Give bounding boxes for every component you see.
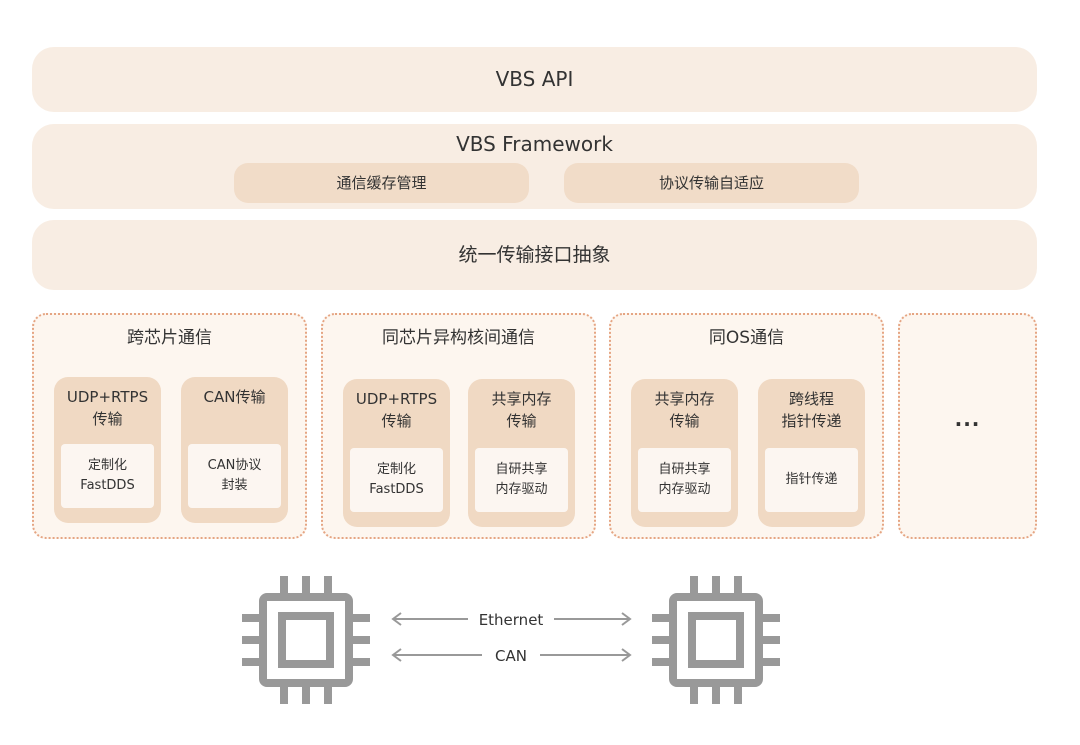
card-title: 共享内存 传输 [654, 390, 715, 430]
more-ellipsis: ... [954, 407, 981, 431]
card-detail: 定制化 FastDDS [350, 448, 443, 512]
card-detail: 定制化 FastDDS [61, 444, 154, 508]
vbs-api-label: VBS API [495, 67, 574, 91]
card-udp-rtps: UDP+RTPS 传输 定制化 FastDDS [54, 377, 161, 523]
ethernet-label: Ethernet [479, 611, 544, 629]
vbs-api-layer: VBS API [32, 47, 1037, 112]
right-chip-icon [652, 576, 780, 704]
left-chip-icon [242, 576, 370, 704]
card-title: 共享内存 传输 [491, 390, 552, 430]
group-cross-chip: 跨芯片通信 UDP+RTPS 传输 定制化 FastDDS CAN传输 CAN协… [32, 313, 307, 539]
group-title: 同芯片异构核间通信 [382, 328, 535, 348]
card-title: 跨线程 指针传递 [781, 390, 842, 430]
card-detail: 自研共享 内存驱动 [638, 448, 731, 512]
ethernet-link [391, 612, 632, 626]
card-detail: 指针传递 [765, 448, 858, 512]
card-shared-memory: 共享内存 传输 自研共享 内存驱动 [631, 379, 738, 527]
card-detail: CAN协议 封装 [188, 444, 281, 508]
card-udp-rtps: UDP+RTPS 传输 定制化 FastDDS [343, 379, 450, 527]
vbs-framework-title: VBS Framework [456, 132, 613, 156]
card-can: CAN传输 CAN协议 封装 [181, 377, 288, 523]
group-title: 同OS通信 [708, 328, 785, 348]
group-title: 跨芯片通信 [127, 328, 212, 348]
card-detail: 自研共享 内存驱动 [475, 448, 568, 512]
card-cross-thread: 跨线程 指针传递 指针传递 [758, 379, 865, 527]
group-more: ... [898, 313, 1037, 539]
vbs-framework-layer: VBS Framework 通信缓存管理 协议传输自适应 [32, 124, 1037, 209]
card-shared-memory: 共享内存 传输 自研共享 内存驱动 [468, 379, 575, 527]
cache-management-module: 通信缓存管理 [234, 163, 529, 203]
card-title: UDP+RTPS 传输 [355, 390, 438, 430]
group-same-os: 同OS通信 共享内存 传输 自研共享 内存驱动 跨线程 指针传递 指针传递 [609, 313, 884, 539]
transport-abstraction-layer: 统一传输接口抽象 [32, 220, 1037, 290]
card-title: UDP+RTPS 传输 [66, 388, 149, 428]
hardware-diagram: Ethernet CAN [0, 560, 1080, 745]
can-label: CAN [495, 647, 527, 665]
can-link [391, 648, 632, 662]
protocol-adaptation-module: 协议传输自适应 [564, 163, 859, 203]
card-title: CAN传输 [203, 388, 266, 406]
transport-abstraction-label: 统一传输接口抽象 [458, 244, 611, 266]
group-same-chip-heterogeneous: 同芯片异构核间通信 UDP+RTPS 传输 定制化 FastDDS 共享内存 传… [321, 313, 596, 539]
